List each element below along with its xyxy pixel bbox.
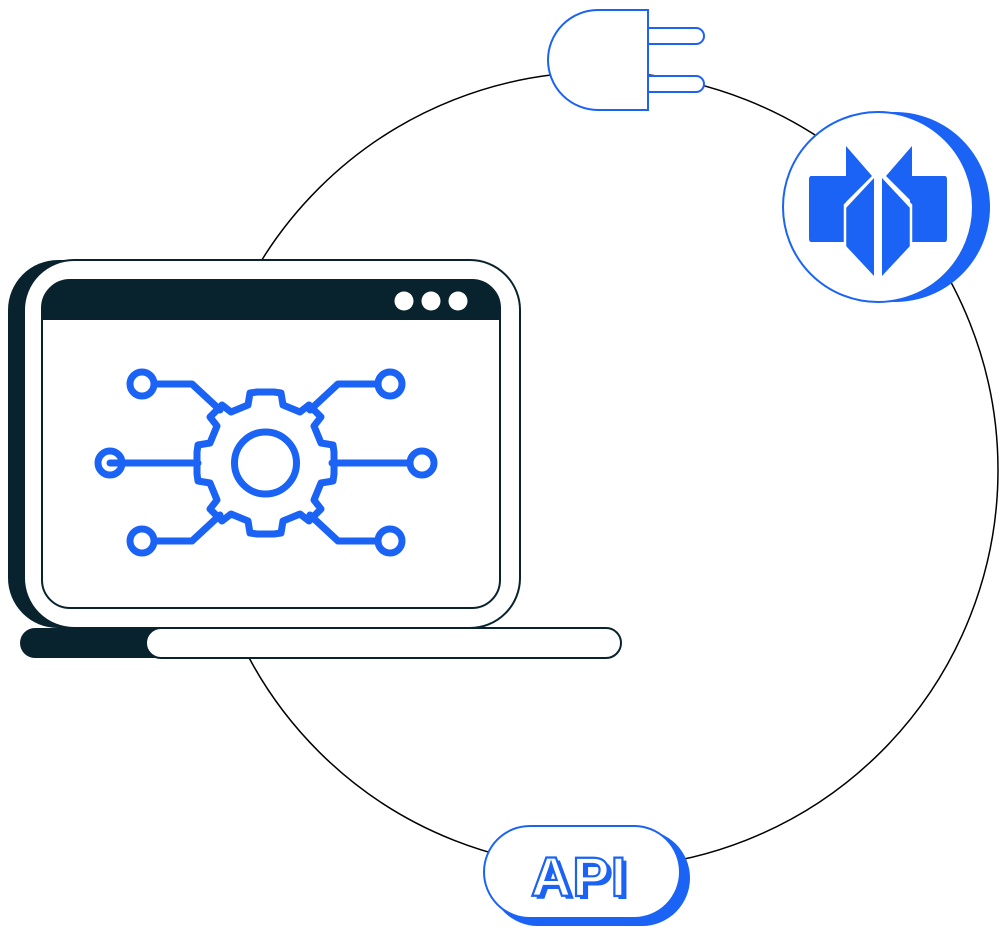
plug-icon [547, 9, 705, 111]
brand-logo-icon [782, 111, 990, 303]
api-badge: API API [483, 825, 690, 926]
window-title-bar [42, 280, 500, 320]
window-dot-2 [421, 291, 441, 311]
laptop [8, 259, 622, 659]
window-dot-3 [448, 291, 468, 311]
api-label-shadow: API [535, 848, 631, 911]
laptop-screen [41, 279, 501, 609]
api-label: API [531, 845, 627, 908]
window-dot-1 [394, 291, 414, 311]
laptop-base [145, 627, 622, 659]
gear-circuit-icon [94, 368, 438, 557]
